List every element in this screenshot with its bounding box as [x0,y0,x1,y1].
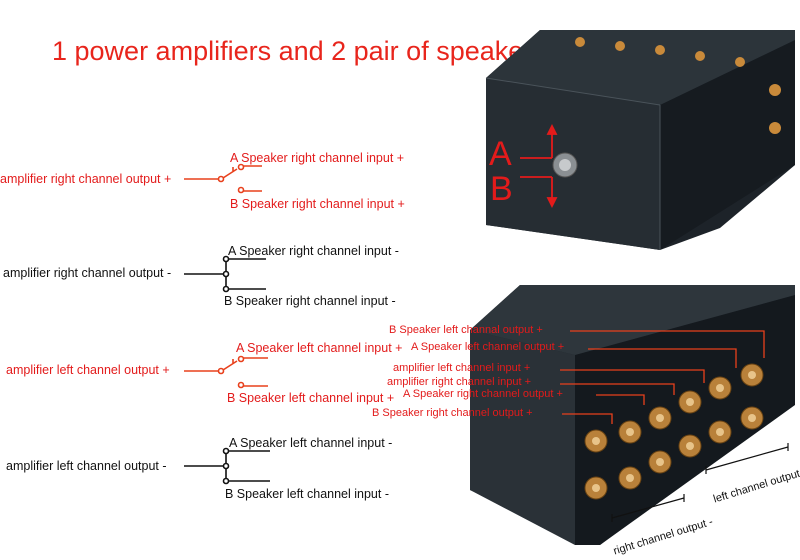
amp-right-output-minus-label: amplifier right channel output - [3,266,172,280]
junction-left-minus [184,447,270,485]
b-speaker-right-input-minus-label: B Speaker right channel input - [224,294,396,308]
terminal-posts [584,363,764,500]
amp-left-output-plus-label: amplifier left channel output + [6,363,170,377]
bottom-brackets [611,443,789,522]
a-speaker-left-input-minus-label: A Speaker left channel input - [229,436,393,450]
b-speaker-left-input-plus-label: B Speaker left channel input + [227,391,395,405]
terminal-label-5: A Speaker right channel output + [403,388,563,400]
switch-left-plus [184,355,268,389]
terminal-label-3: amplifier left channel input + [393,362,531,374]
page-title: 1 power amplifiers and 2 pair of speaker… [52,36,546,66]
switch-position-b-label: B [490,170,513,208]
a-speaker-right-input-minus-label: A Speaker right channel input - [228,244,399,258]
b-speaker-left-input-minus-label: B Speaker left channel input - [225,487,389,501]
switch-box-front [485,30,795,250]
switch-right-plus [184,163,262,194]
ab-arrows [520,123,558,209]
terminal-label-1: B Speaker left channal output + [389,324,543,336]
terminal-label-6: B Speaker right channel output + [372,407,533,419]
b-speaker-right-input-plus-label: B Speaker right channel input + [230,197,405,211]
terminal-label-4: amplifier right channel input + [387,376,531,388]
a-speaker-right-input-plus-label: A Speaker right channel input + [230,151,405,165]
terminal-label-2: A Speaker left channel output + [411,341,565,353]
amp-left-output-minus-label: amplifier left channel output - [6,459,167,473]
switch-position-a-label: A [489,135,512,173]
callout-leaders [560,330,765,424]
junction-right-minus [184,255,266,293]
amp-right-output-plus-label: amplifier right channel output + [0,172,172,186]
a-speaker-left-input-plus-label: A Speaker left channel input + [236,341,403,355]
